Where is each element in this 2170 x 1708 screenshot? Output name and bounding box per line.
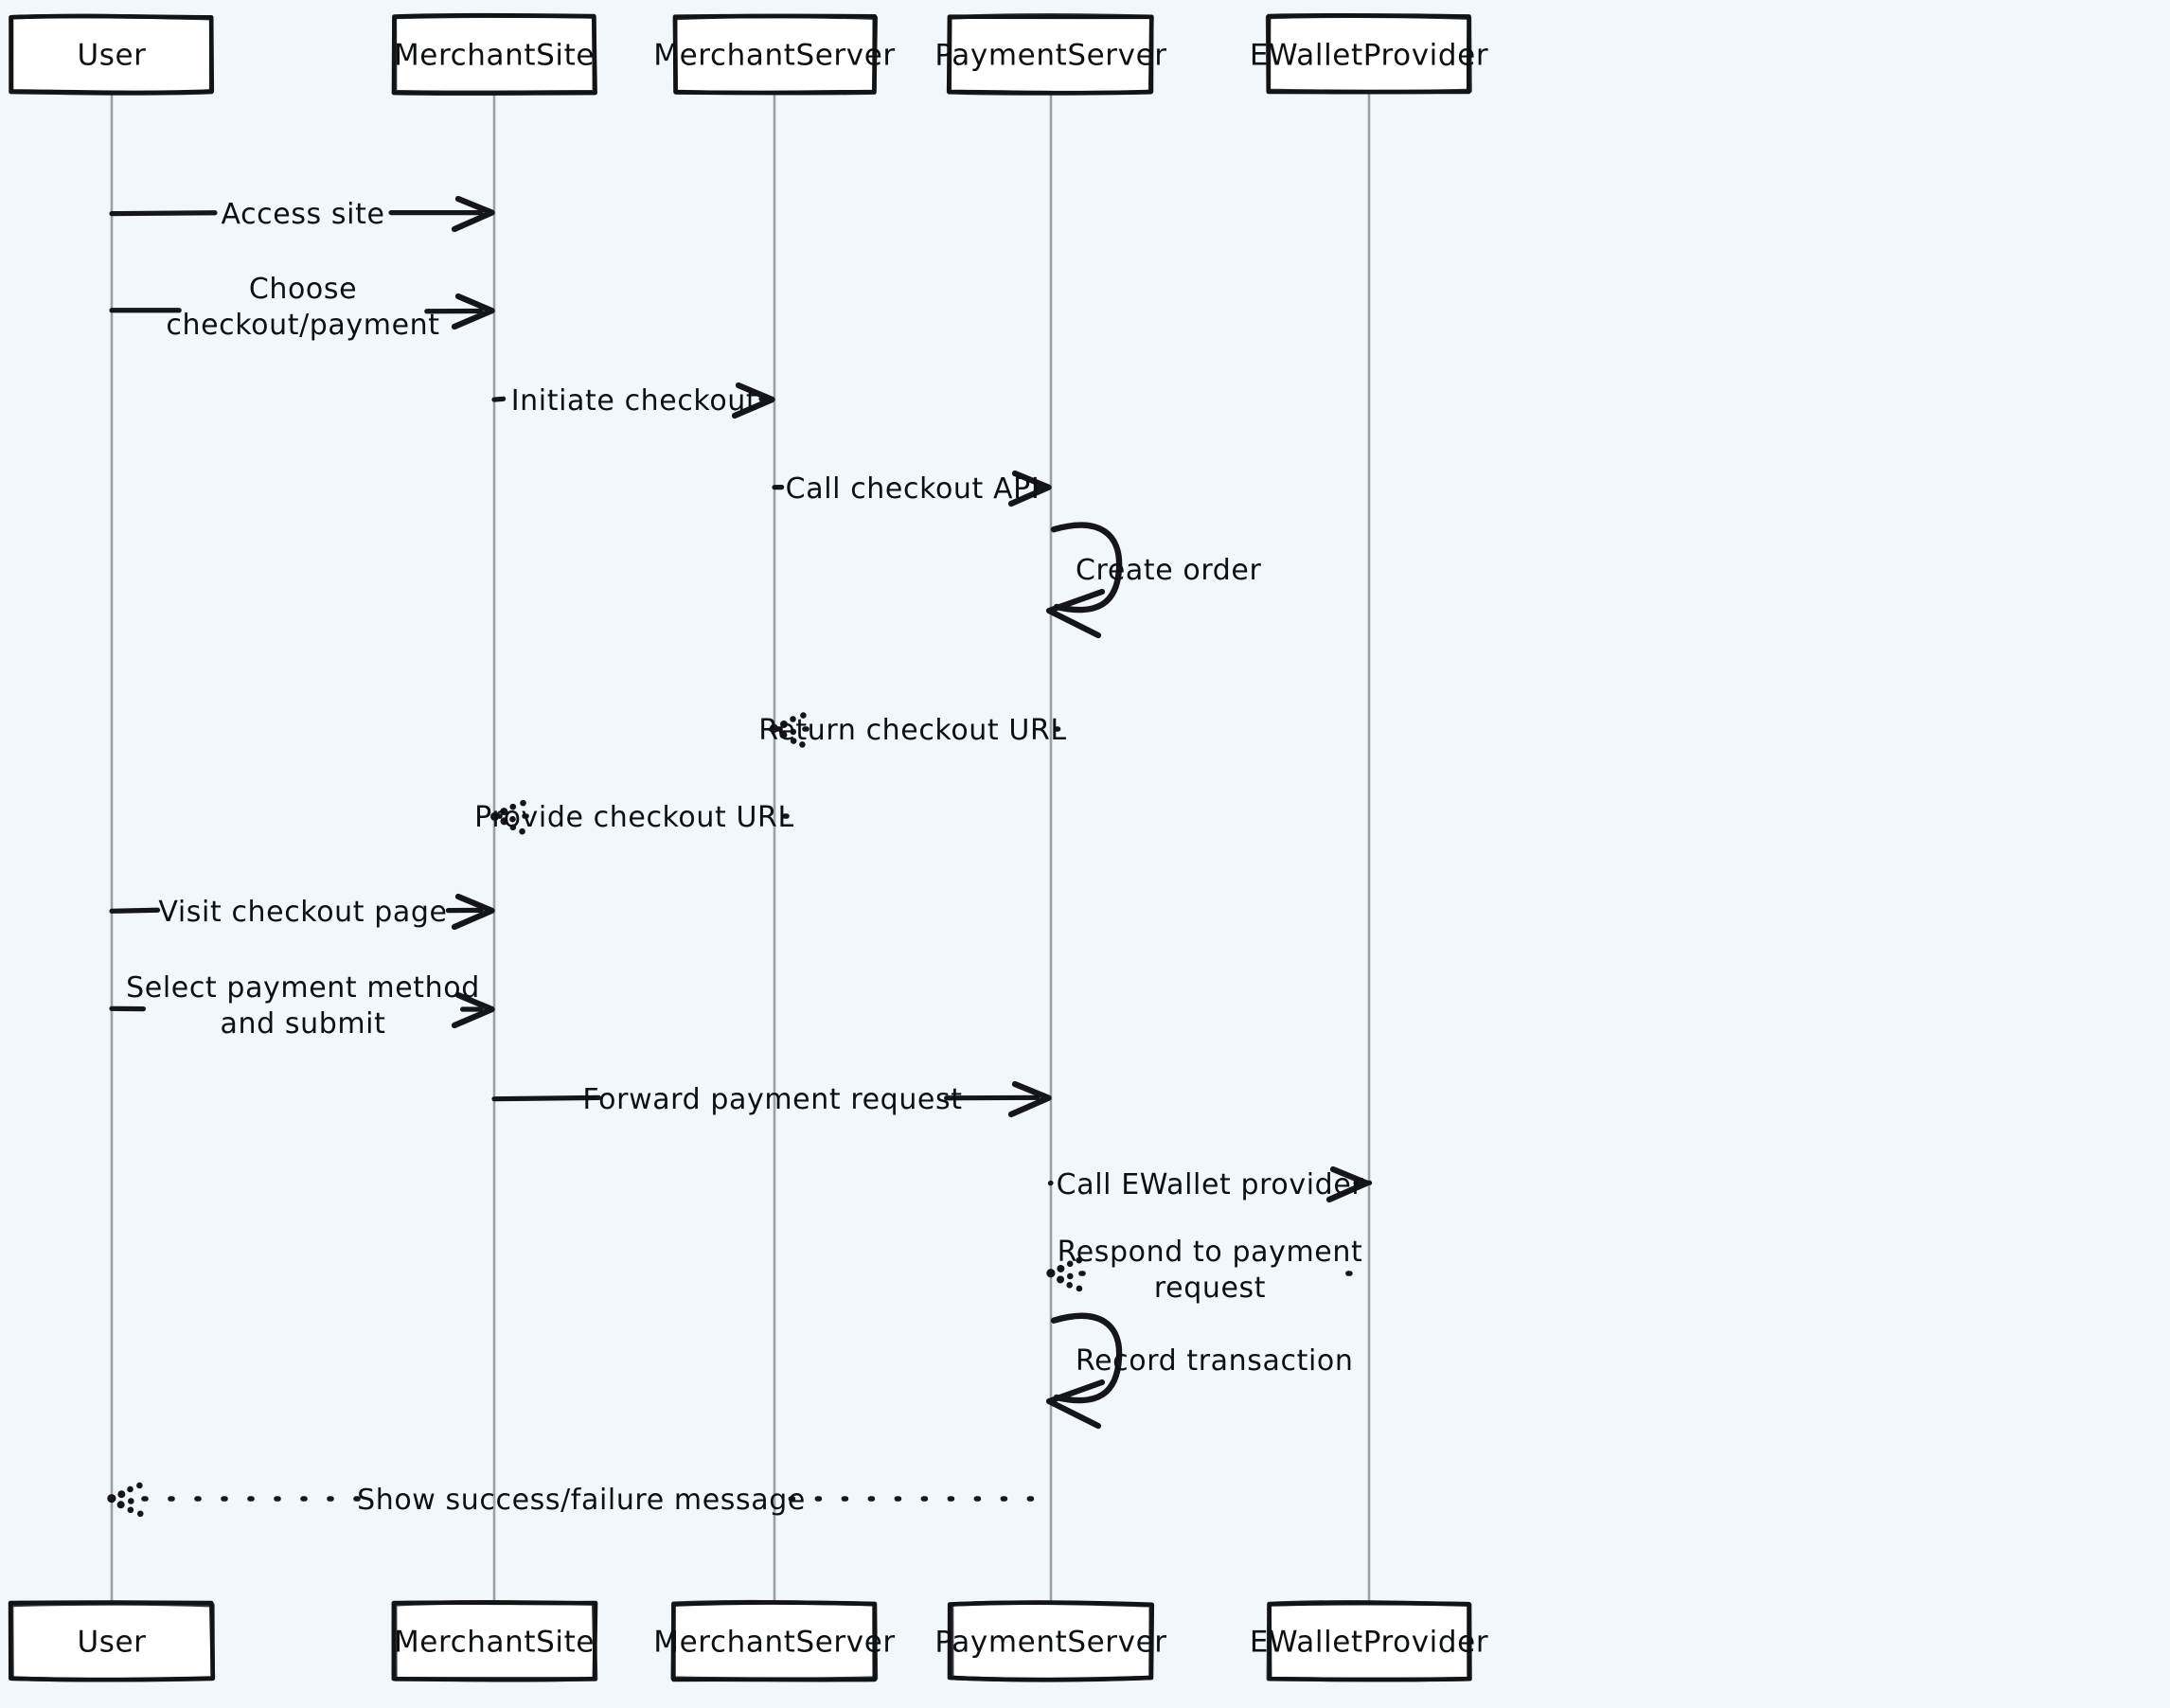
participant-box-outline-2: [949, 1600, 1154, 1682]
message-label-7: Provide checkout URL: [474, 801, 794, 834]
participant-label-site: MerchantSite: [394, 1626, 595, 1660]
message-label-14: Show success/failure message: [357, 1484, 806, 1517]
arrowhead-solid: [731, 382, 775, 419]
messages-group: [107, 195, 1373, 1518]
participant-label-pserver: PaymentServer: [934, 1626, 1166, 1660]
participant-box-mserver-top[interactable]: MerchantServer: [653, 13, 895, 96]
message-label-line: and submit: [221, 1007, 386, 1041]
message-label-line: Return checkout URL: [758, 714, 1066, 747]
arrowhead-self: [1045, 1379, 1106, 1430]
message-label-line: Choose: [249, 273, 357, 306]
message-2-user-to-site[interactable]: [109, 293, 495, 330]
message-label-line: checkout/payment: [166, 309, 439, 342]
message-label-text: Create order: [1076, 554, 1261, 587]
message-label-3: Initiate checkout: [511, 384, 758, 418]
participant-box-site-bottom[interactable]: MerchantSite: [391, 1600, 598, 1682]
arrowhead-solid: [1007, 1080, 1052, 1118]
message-label-10: Forward payment request: [582, 1083, 962, 1116]
message-6-pserver-to-mserver[interactable]: [764, 712, 1061, 748]
arrowhead-solid: [451, 293, 495, 330]
message-3-site-to-mserver[interactable]: [491, 382, 775, 419]
participant-box-pserver-top[interactable]: PaymentServer: [934, 12, 1166, 96]
message-14-pserver-to-user[interactable]: [107, 1482, 1054, 1518]
message-9-user-to-site[interactable]: [109, 991, 495, 1029]
arrowhead-dotted: [1046, 1256, 1083, 1292]
participant-box-pserver-bottom[interactable]: PaymentServer: [934, 1600, 1166, 1682]
message-label-4: Call checkout API: [786, 472, 1041, 506]
message-13-pserver-to-pserver[interactable]: [1045, 1312, 1123, 1430]
participant-box-outline-2: [1265, 13, 1472, 95]
participant-label-site: MerchantSite: [394, 39, 595, 73]
participant-box-outline-2: [1266, 1600, 1472, 1682]
arrowhead-solid: [451, 893, 495, 931]
self-message-loop: [1050, 522, 1123, 614]
participant-label-ewallet: EWalletProvider: [1250, 39, 1488, 73]
participant-box-outline-2: [670, 1599, 879, 1682]
message-7-mserver-to-site[interactable]: [479, 799, 790, 835]
participant-label-pserver: PaymentServer: [934, 39, 1166, 73]
message-label-line: Access site: [221, 198, 384, 231]
arrowhead-dotted: [107, 1482, 144, 1518]
message-label-line: Select payment method: [126, 971, 480, 1005]
participant-box-outline-2: [672, 13, 879, 96]
bottom-participant-boxes: User MerchantSite MerchantServer PaymentSer…: [8, 1599, 1488, 1682]
arrowhead-solid: [451, 195, 495, 233]
participant-box-ewallet-top[interactable]: EWalletProvider: [1250, 12, 1488, 95]
message-4-mserver-to-pserver[interactable]: [772, 470, 1052, 507]
message-label-text: Record transaction: [1076, 1344, 1353, 1378]
message-10-site-to-pserver[interactable]: [491, 1080, 1052, 1118]
message-1-user-to-site[interactable]: [109, 195, 495, 233]
participant-label-user: User: [77, 1626, 146, 1660]
message-label-line: Respond to payment: [1058, 1236, 1363, 1269]
participant-box-outline-2: [392, 1600, 598, 1681]
participant-box-outline-2: [9, 1601, 215, 1682]
arrowhead-solid: [451, 991, 495, 1029]
participant-box-site-top[interactable]: MerchantSite: [391, 12, 597, 96]
message-label-line: Provide checkout URL: [474, 801, 794, 834]
participant-box-outline-2: [9, 13, 214, 96]
message-label-8: Visit checkout page: [158, 896, 447, 929]
message-label-line: Initiate checkout: [511, 384, 758, 418]
participant-box-user-bottom[interactable]: User: [8, 1600, 216, 1682]
arrowhead-dotted: [769, 712, 807, 748]
arrowhead-dotted: [489, 799, 526, 835]
participant-box-ewallet-bottom[interactable]: EWalletProvider: [1250, 1600, 1488, 1682]
message-label-line: Call checkout API: [786, 472, 1041, 506]
message-label-1: Access site: [221, 198, 384, 231]
message-12-ewallet-to-pserver[interactable]: [1046, 1256, 1372, 1292]
message-label-line: request: [1154, 1272, 1266, 1305]
message-label-line: Forward payment request: [582, 1083, 962, 1116]
message-label-line: Visit checkout page: [158, 896, 447, 929]
message-11-pserver-to-ewallet[interactable]: [1047, 1165, 1373, 1203]
participant-label-mserver: MerchantServer: [653, 1626, 895, 1660]
message-label-5: Create order: [1076, 554, 1261, 587]
arrowhead-solid: [1325, 1165, 1370, 1203]
lifelines-group: [110, 92, 1371, 1604]
message-label-13: Record transaction: [1076, 1344, 1353, 1378]
participant-box-user-top[interactable]: User: [9, 13, 215, 96]
message-5-pserver-to-pserver[interactable]: [1045, 522, 1123, 639]
participant-box-mserver-bottom[interactable]: MerchantServer: [653, 1599, 895, 1682]
message-labels-group: Access siteChoosecheckout/paymentInitiat…: [126, 198, 1363, 1517]
message-label-line: Show success/failure message: [357, 1484, 806, 1517]
self-message-loop: [1050, 1312, 1123, 1404]
arrowhead-solid: [1007, 470, 1052, 507]
message-label-11: Call EWallet provider: [1057, 1168, 1364, 1201]
top-participant-boxes: User MerchantSite MerchantServer PaymentSer…: [9, 12, 1488, 96]
message-label-line: Call EWallet provider: [1057, 1168, 1364, 1201]
participant-label-mserver: MerchantServer: [653, 39, 895, 73]
participant-box-outline-2: [947, 12, 1154, 96]
participant-box-outline-2: [392, 13, 597, 96]
arrowhead-self: [1045, 588, 1106, 639]
message-label-6: Return checkout URL: [758, 714, 1066, 747]
message-8-user-to-site[interactable]: [109, 893, 495, 931]
participant-label-user: User: [77, 39, 146, 73]
participant-label-ewallet: EWalletProvider: [1250, 1626, 1488, 1660]
